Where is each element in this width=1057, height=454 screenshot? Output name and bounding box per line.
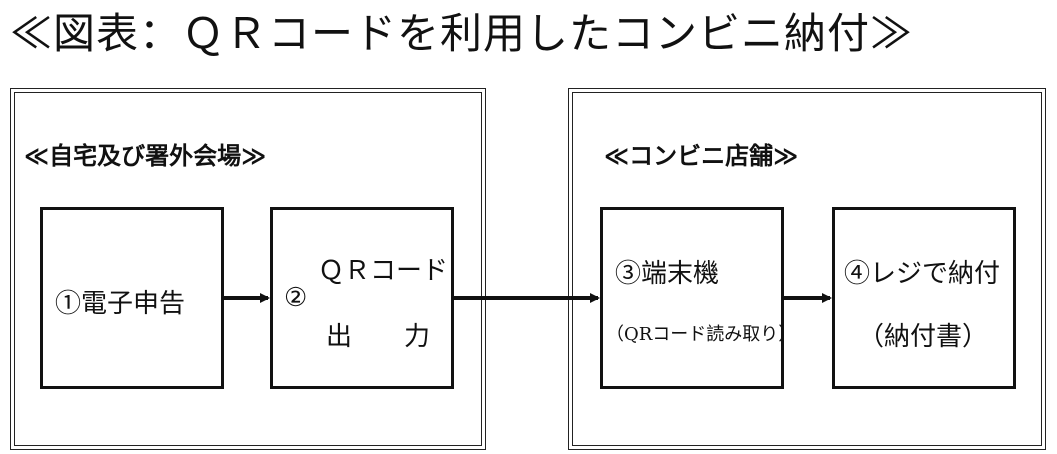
step-terminal-box	[600, 207, 784, 389]
step-qr-output-number: ②	[284, 283, 308, 313]
group-home	[10, 88, 486, 450]
group-home-label: ≪自宅及び署外会場≫	[24, 142, 267, 170]
step-qr-output-box	[270, 207, 454, 389]
step-register-payment-label: ④レジで納付	[844, 259, 1001, 289]
step-terminal-sublabel: （QRコード読み取り）	[606, 324, 797, 345]
step-qr-output-label-2: 出 力	[326, 322, 431, 352]
step-qr-output-label-1: ＱＲコード	[318, 256, 449, 286]
step-register-payment-sublabel: （納付書）	[858, 322, 989, 352]
step-terminal-label: ③端末機	[615, 259, 720, 289]
step-register-payment-box	[832, 207, 1016, 389]
group-store-label: ≪コンビニ店舗≫	[604, 142, 799, 170]
diagram-title: ≪図表：ＱＲコードを利用したコンビニ納付≫	[10, 9, 914, 58]
step-e-filing-box	[40, 207, 224, 389]
group-store	[568, 88, 1046, 450]
step-e-filing-label: ①電子申告	[55, 289, 186, 319]
